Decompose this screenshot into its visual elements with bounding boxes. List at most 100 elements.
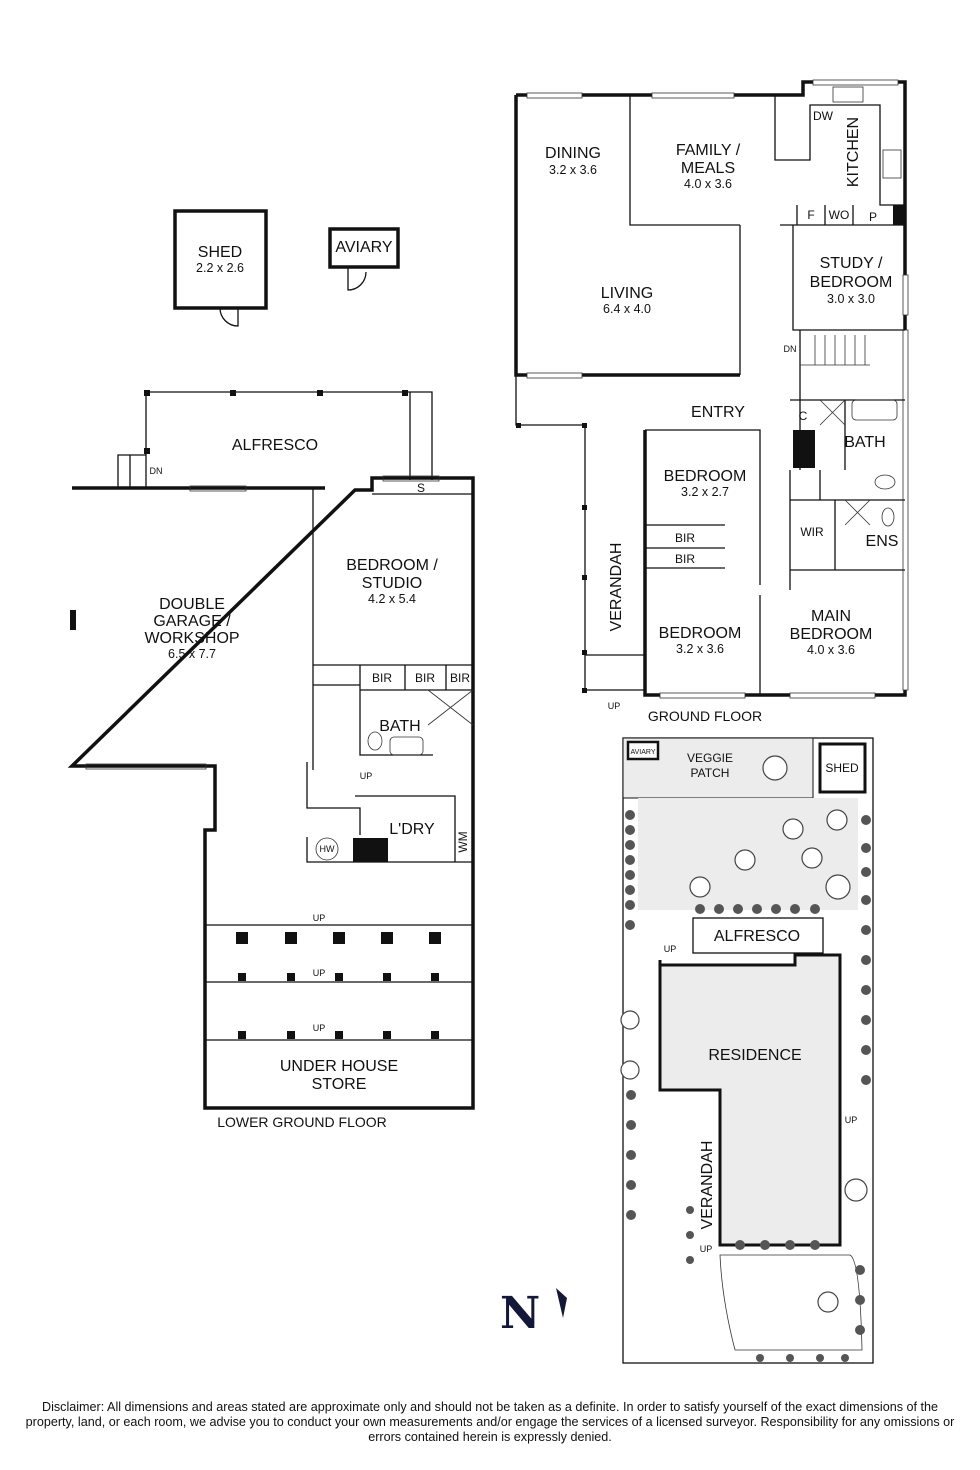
- lower-ground-floor-plan: ALFRESCO DN S BEDROOM / STUDIO 4.2 x 5.4…: [67, 390, 475, 1130]
- alfresco-label: ALFRESCO: [232, 437, 318, 454]
- site-aviary: [626, 740, 660, 761]
- main-bedroom-dims: 4.0 x 3.6: [807, 643, 855, 657]
- store-up-3: UP: [313, 1023, 326, 1033]
- dn-label: DN: [784, 344, 797, 354]
- lg-basin-icon: [389, 736, 424, 756]
- store-up-1: UP: [313, 913, 326, 923]
- garage-label-3: WORKSHOP: [144, 630, 239, 647]
- cupboard-fill: [793, 430, 815, 468]
- alfresco-posts: [144, 390, 408, 454]
- up-label: UP: [608, 701, 621, 711]
- kitchen-label: KITCHEN: [845, 117, 862, 187]
- pantry-label: P: [869, 210, 877, 224]
- bedroom2-dims: 3.2 x 3.6: [676, 642, 724, 656]
- sink-icon: [832, 86, 864, 103]
- site-up-1: UP: [664, 944, 677, 954]
- hot-water-icon: [315, 837, 339, 861]
- wall-oven-label: WO: [829, 208, 850, 222]
- north-arrow-icon: [556, 1288, 567, 1318]
- family-dims: 4.0 x 3.6: [684, 177, 732, 191]
- cupboard-label: C: [799, 409, 808, 423]
- lg-bir-1: BIR: [372, 671, 392, 685]
- family-label: FAMILY /: [676, 142, 741, 159]
- stairs: [800, 335, 870, 366]
- living-label: LIVING: [601, 285, 653, 302]
- site-aviary-label: AVIARY: [630, 749, 655, 756]
- main-bedroom-label-2: BEDROOM: [790, 626, 873, 643]
- compass-north: N: [500, 1288, 541, 1339]
- shelf-label: S: [417, 481, 425, 495]
- shed-label: SHED: [198, 244, 242, 261]
- site-patch-label: PATCH: [691, 766, 730, 780]
- alfresco-outline: [117, 391, 433, 488]
- verandah-label: VERANDAH: [608, 543, 625, 632]
- wm-label: WM: [456, 831, 470, 852]
- aviary-door: [347, 267, 367, 291]
- lg-dn-label: DN: [150, 466, 163, 476]
- living-dims: 6.4 x 4.0: [603, 302, 651, 316]
- aviary-outline: [328, 227, 400, 269]
- site-plan: AVIARY VEGGIE PATCH SHED ALFRESCO UP RES…: [620, 737, 874, 1364]
- store-piers: [236, 932, 441, 1039]
- site-verandah-label: VERANDAH: [699, 1141, 716, 1230]
- site-up-3: UP: [700, 1244, 713, 1254]
- studio-dims: 4.2 x 5.4: [368, 592, 416, 606]
- site-shed: [818, 742, 867, 794]
- shower-icon: [819, 399, 871, 526]
- study-bedroom-label: BEDROOM: [810, 274, 893, 291]
- shed-dims: 2.2 x 2.6: [196, 261, 244, 275]
- site-veggie-label: VEGGIE: [687, 751, 733, 765]
- windows: [526, 79, 909, 699]
- residence-outline: [658, 953, 842, 1247]
- store-tiers: [205, 924, 473, 1041]
- entry-label: ENTRY: [691, 404, 745, 421]
- store-up-2: UP: [313, 968, 326, 978]
- garage-label: DOUBLE: [159, 596, 225, 613]
- bir-label-1: BIR: [675, 531, 695, 545]
- hw-label: HW: [320, 844, 335, 854]
- bir-label-2: BIR: [675, 552, 695, 566]
- dining-dims: 3.2 x 3.6: [549, 163, 597, 177]
- main-bedroom-label: MAIN: [811, 608, 851, 625]
- aviary-label: AVIARY: [335, 239, 393, 256]
- meals-label: MEALS: [681, 160, 735, 177]
- bathtub-icon: [851, 399, 898, 421]
- bath-label: BATH: [844, 434, 885, 451]
- dining-label: DINING: [545, 145, 601, 162]
- ground-floor-title: GROUND FLOOR: [648, 708, 762, 724]
- cooktop-icon: [882, 149, 902, 179]
- toilet-icon-ens: [881, 507, 895, 527]
- lg-up-label: UP: [360, 771, 373, 781]
- store-label-2: STORE: [312, 1076, 367, 1093]
- lg-bir-2: BIR: [415, 671, 435, 685]
- living-wall: [514, 95, 740, 377]
- lg-shower-icon: [427, 689, 474, 726]
- verandah-posts: [516, 423, 587, 693]
- site-shed-label: SHED: [825, 761, 859, 775]
- study-dims: 3.0 x 3.0: [827, 292, 875, 306]
- lower-ground-floor-title: LOWER GROUND FLOOR: [217, 1114, 387, 1130]
- garage-dims: 6.5 x 7.7: [168, 647, 216, 661]
- lg-bir-3: BIR: [450, 671, 470, 685]
- disclaimer-text: Disclaimer: All dimensions and areas sta…: [25, 1400, 955, 1444]
- lg-toilet-icon: [367, 731, 383, 751]
- shed-door: [219, 307, 239, 327]
- site-residence-label: RESIDENCE: [708, 1047, 801, 1064]
- toilet-icon: [874, 474, 896, 490]
- lower-ground-outer-wall: [67, 476, 475, 1110]
- dw-label: DW: [813, 109, 834, 123]
- site-up-2: UP: [845, 1115, 858, 1125]
- fridge-label: F: [807, 208, 814, 222]
- bedroom1-label: BEDROOM: [664, 468, 747, 485]
- laundry-label: L'DRY: [389, 821, 435, 838]
- study-label: STUDY /: [820, 255, 883, 272]
- pantry-fill: [893, 205, 905, 225]
- site-trees: [620, 755, 868, 1313]
- ensuite-label: ENS: [866, 533, 899, 550]
- bedroom2-label: BEDROOM: [659, 625, 742, 642]
- site-alfresco-label: ALFRESCO: [714, 928, 800, 945]
- bedroom1-dims: 3.2 x 2.7: [681, 485, 729, 499]
- studio-label: BEDROOM /: [346, 557, 438, 574]
- studio-label-2: STUDIO: [362, 575, 422, 592]
